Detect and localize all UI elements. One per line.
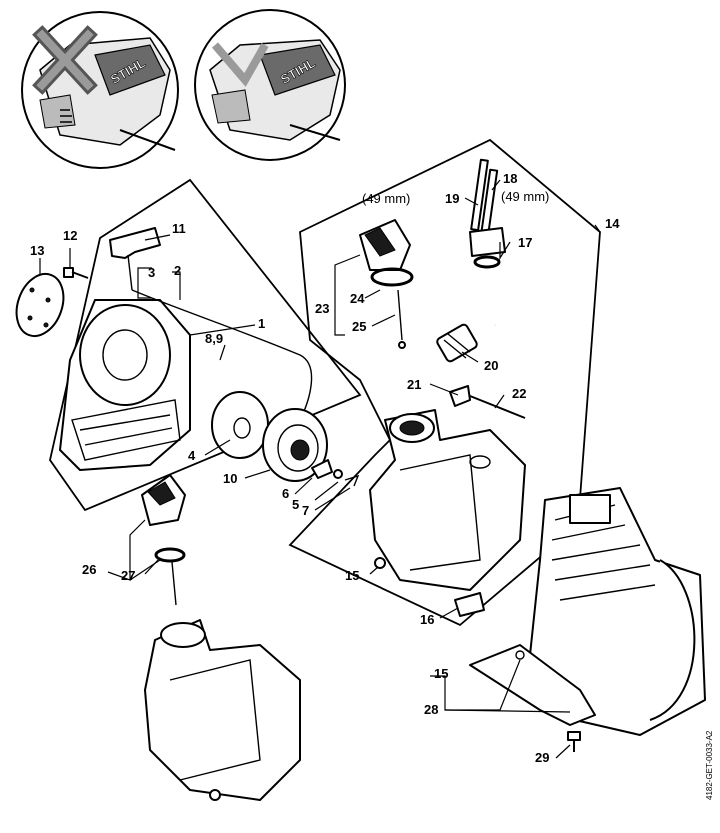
callout-1: 1 xyxy=(258,316,265,331)
callout-22: 22 xyxy=(512,386,526,401)
screw-12 xyxy=(63,267,89,279)
cross-icon xyxy=(32,25,98,95)
callout-11: 11 xyxy=(172,221,186,236)
callout-15-deflector: 15 xyxy=(434,666,448,681)
dimension-label-19: (49 mm) xyxy=(362,191,410,206)
grommet-15 xyxy=(374,557,386,569)
fuel-tank xyxy=(369,409,526,617)
callout-2: 2 xyxy=(174,263,181,278)
callout-25: 25 xyxy=(352,319,366,334)
spring-plate xyxy=(211,391,269,459)
callout-29: 29 xyxy=(535,750,549,765)
callout-12: 12 xyxy=(63,228,77,243)
callout-19: 19 xyxy=(445,191,459,206)
leader-lines xyxy=(39,179,601,759)
tank-lower xyxy=(144,619,301,801)
reference-code: 4182-GET-0033-A2 xyxy=(705,730,714,800)
tank-group-outline xyxy=(288,138,601,627)
callout-18: 18 xyxy=(503,171,517,186)
callout-23: 23 xyxy=(315,301,329,316)
callout-14: 14 xyxy=(605,216,620,231)
deflector xyxy=(469,644,596,726)
starter-group-outline xyxy=(49,178,362,512)
callout-16: 16 xyxy=(420,612,434,627)
callout-10: 10 xyxy=(223,471,237,486)
callout-8-9: 8,9 xyxy=(205,331,223,346)
cover-plate xyxy=(15,273,65,337)
inset-correct-model: STIHL xyxy=(194,9,346,161)
spring-clip xyxy=(344,474,360,487)
callout-15-tank: 15 xyxy=(345,568,359,583)
connector-16 xyxy=(454,592,485,617)
callout-21: 21 xyxy=(407,377,421,392)
rope-rotor xyxy=(262,408,328,482)
callout-7: 7 xyxy=(302,503,309,518)
callout-17: 17 xyxy=(518,235,532,250)
starter-handle xyxy=(109,227,313,421)
callout-24: 24 xyxy=(350,291,365,306)
screw-29 xyxy=(567,731,581,752)
callout-27: 27 xyxy=(121,568,135,583)
starter-housing xyxy=(59,299,191,471)
callouts: 11 12 13 3 2 1 8,9 4 10 6 5 7 23 24 25 (… xyxy=(30,171,620,765)
inset-wrong-model: STIHL xyxy=(21,11,179,169)
pawl xyxy=(311,459,333,479)
callout-26: 26 xyxy=(82,562,96,577)
fuel-cap xyxy=(359,219,414,349)
callout-13: 13 xyxy=(30,243,44,258)
engine-block xyxy=(529,487,706,736)
washer xyxy=(333,469,343,479)
callout-6: 6 xyxy=(282,486,289,501)
callout-5: 5 xyxy=(292,497,299,512)
dimension-label-18: (49 mm) xyxy=(501,189,549,204)
fuel-cap-lower xyxy=(141,474,186,606)
callout-4: 4 xyxy=(188,448,196,463)
check-icon xyxy=(211,42,269,87)
callout-20: 20 xyxy=(484,358,498,373)
callout-3: 3 xyxy=(148,265,155,280)
fuel-pickup xyxy=(436,158,513,363)
callout-28: 28 xyxy=(424,702,438,717)
screw-pin-21-22 xyxy=(449,385,526,419)
